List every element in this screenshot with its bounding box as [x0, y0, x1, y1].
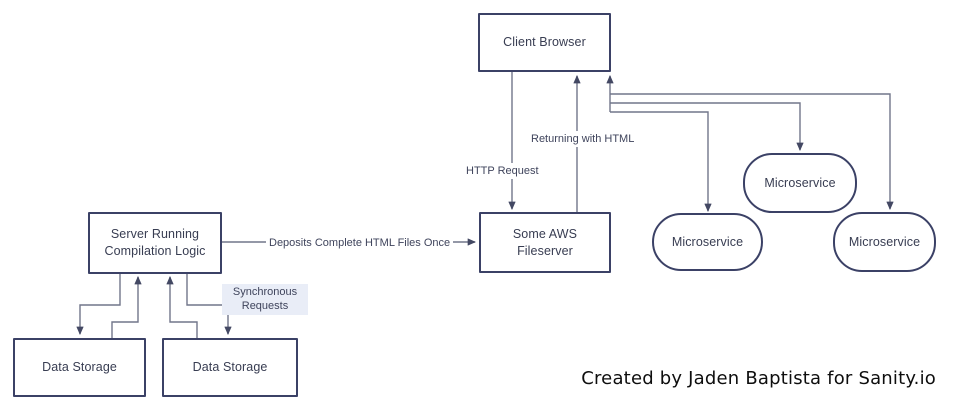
connector-server-to-storage-right — [186, 273, 232, 336]
node-data-storage-right-label: Data Storage — [192, 360, 268, 375]
edge-label-returning-with-html: Returning with HTML — [528, 131, 638, 148]
node-microservice-left: Microservice — [652, 213, 763, 271]
node-data-storage-right: Data Storage — [162, 338, 298, 397]
node-server-compilation-label: Server Running Compilation Logic — [104, 227, 206, 258]
edge-label-http-request: HTTP Request — [463, 163, 542, 180]
node-microservice-top: Microservice — [743, 153, 857, 213]
connector-storage-left-to-server — [111, 275, 142, 338]
connector-browser-microservice-right — [610, 93, 894, 211]
node-client-browser: Client Browser — [478, 13, 611, 72]
node-microservice-left-label: Microservice — [671, 234, 744, 249]
node-microservice-top-label: Microservice — [764, 175, 836, 190]
connector-server-to-storage-left — [76, 273, 121, 336]
edge-label-deposits: Deposits Complete HTML Files Once — [266, 235, 454, 252]
edge-label-synchronous-requests: Synchronous Requests — [222, 284, 308, 315]
node-data-storage-left: Data Storage — [13, 338, 146, 397]
connector-browser-microservice-top — [610, 102, 804, 152]
node-microservice-right-label: Microservice — [848, 234, 921, 249]
node-data-storage-left-label: Data Storage — [42, 360, 117, 375]
connector-browser-microservice-left — [610, 111, 712, 213]
node-microservice-right: Microservice — [833, 212, 936, 272]
node-server-compilation: Server Running Compilation Logic — [88, 212, 222, 274]
connector-storage-right-to-server — [166, 275, 198, 338]
credit-text: Created by Jaden Baptista for Sanity.io — [581, 368, 936, 389]
node-aws-fileserver-label: Some AWS Fileserver — [512, 226, 578, 258]
node-client-browser-label: Client Browser — [503, 35, 586, 50]
node-aws-fileserver: Some AWS Fileserver — [479, 212, 611, 273]
